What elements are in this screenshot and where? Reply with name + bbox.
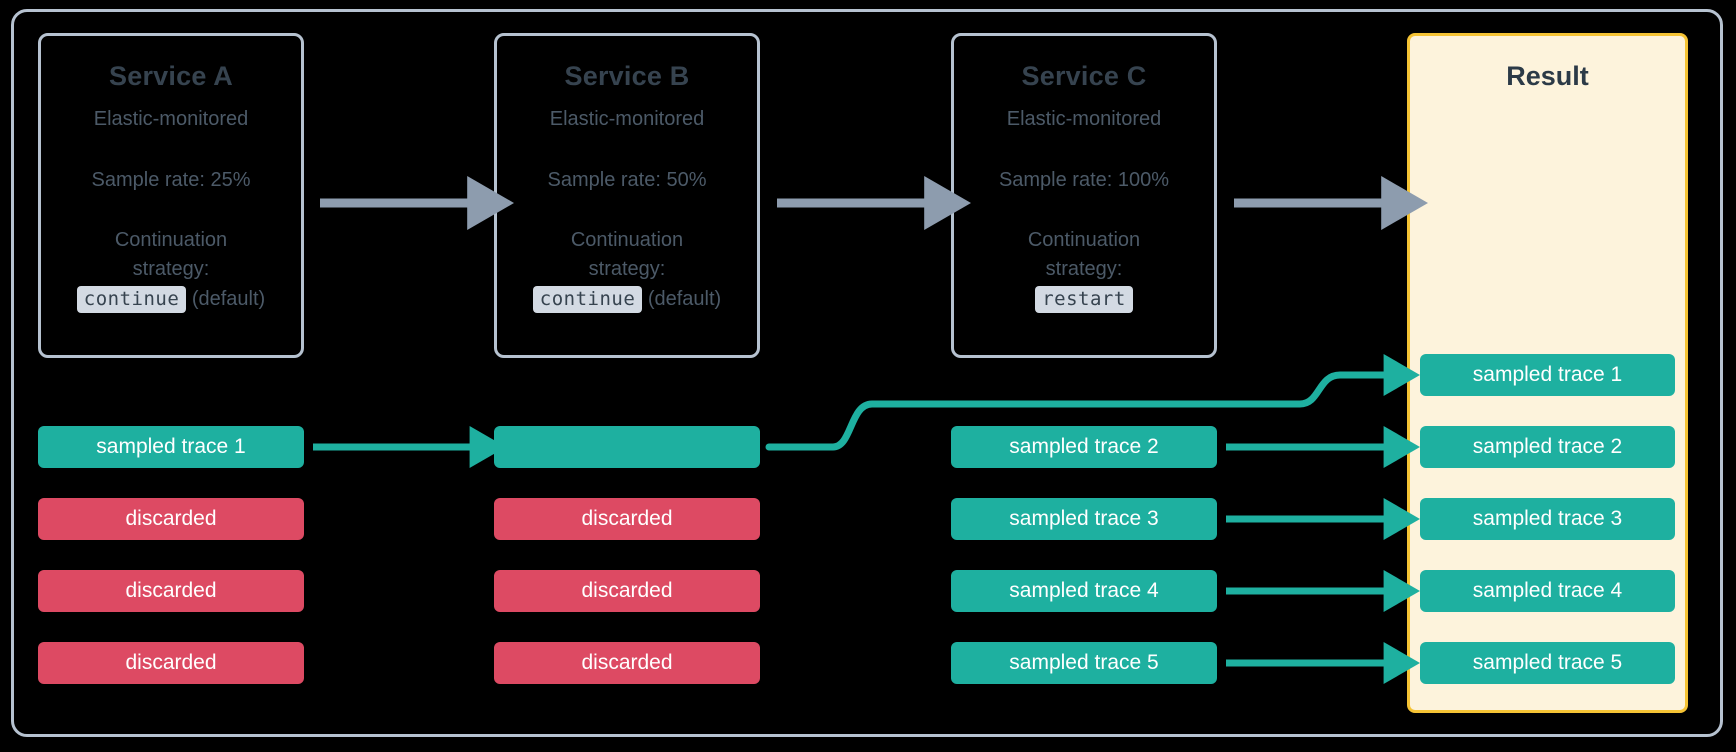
trace-pill: sampled trace 1 (1420, 354, 1675, 396)
result-title: Result (1506, 61, 1589, 91)
service-b-strategy-line2: strategy: (588, 258, 666, 280)
trace-pill (494, 426, 760, 468)
trace-pill: discarded (494, 498, 760, 540)
service-c-strategy-line1: Continuation (1027, 229, 1141, 251)
trace-pill: sampled trace 4 (1420, 570, 1675, 612)
trace-pill: sampled trace 5 (951, 642, 1217, 684)
service-a-strategy-label: Continuation strategy: (41, 226, 301, 284)
trace-pill: discarded (494, 570, 760, 612)
service-a-title: Service A (109, 61, 233, 91)
service-a-sample-rate: Sample rate: 25% (91, 169, 251, 191)
service-card-a: Service A Elastic-monitored Sample rate:… (38, 33, 304, 358)
service-c-title: Service C (1021, 61, 1147, 91)
service-c-strategy-label: Continuation strategy: (954, 226, 1214, 284)
trace-pill: sampled trace 4 (951, 570, 1217, 612)
service-c-strategy-value: restart (1035, 286, 1133, 313)
service-a-subtitle: Elastic-monitored (93, 108, 249, 130)
service-b-title: Service B (564, 61, 690, 91)
trace-pill: sampled trace 5 (1420, 642, 1675, 684)
service-a-strategy-value-row: continue (default) (41, 286, 301, 313)
service-b-strategy-note: (default) (647, 288, 722, 310)
service-a-strategy-line1: Continuation (114, 229, 228, 251)
trace-pill: sampled trace 3 (951, 498, 1217, 540)
service-b-subtitle: Elastic-monitored (549, 108, 705, 130)
trace-pill: sampled trace 3 (1420, 498, 1675, 540)
trace-pill: discarded (494, 642, 760, 684)
trace-pill: sampled trace 2 (1420, 426, 1675, 468)
service-b-sample-rate: Sample rate: 50% (547, 169, 707, 191)
service-card-c: Service C Elastic-monitored Sample rate:… (951, 33, 1217, 358)
service-c-strategy-line2: strategy: (1045, 258, 1123, 280)
service-c-sample-rate: Sample rate: 100% (998, 169, 1170, 191)
service-a-strategy-line2: strategy: (132, 258, 210, 280)
service-c-subtitle: Elastic-monitored (1006, 108, 1162, 130)
trace-pill: discarded (38, 570, 304, 612)
trace-pill: sampled trace 2 (951, 426, 1217, 468)
service-b-strategy-value-row: continue (default) (497, 286, 757, 313)
service-b-strategy-line1: Continuation (570, 229, 684, 251)
trace-pill: discarded (38, 498, 304, 540)
service-b-strategy-label: Continuation strategy: (497, 226, 757, 284)
service-c-strategy-value-row: restart (954, 286, 1214, 313)
service-a-strategy-note: (default) (191, 288, 266, 310)
trace-pill: sampled trace 1 (38, 426, 304, 468)
service-card-b: Service B Elastic-monitored Sample rate:… (494, 33, 760, 358)
service-b-strategy-value: continue (532, 286, 643, 313)
service-a-strategy-value: continue (76, 286, 187, 313)
trace-pill: discarded (38, 642, 304, 684)
